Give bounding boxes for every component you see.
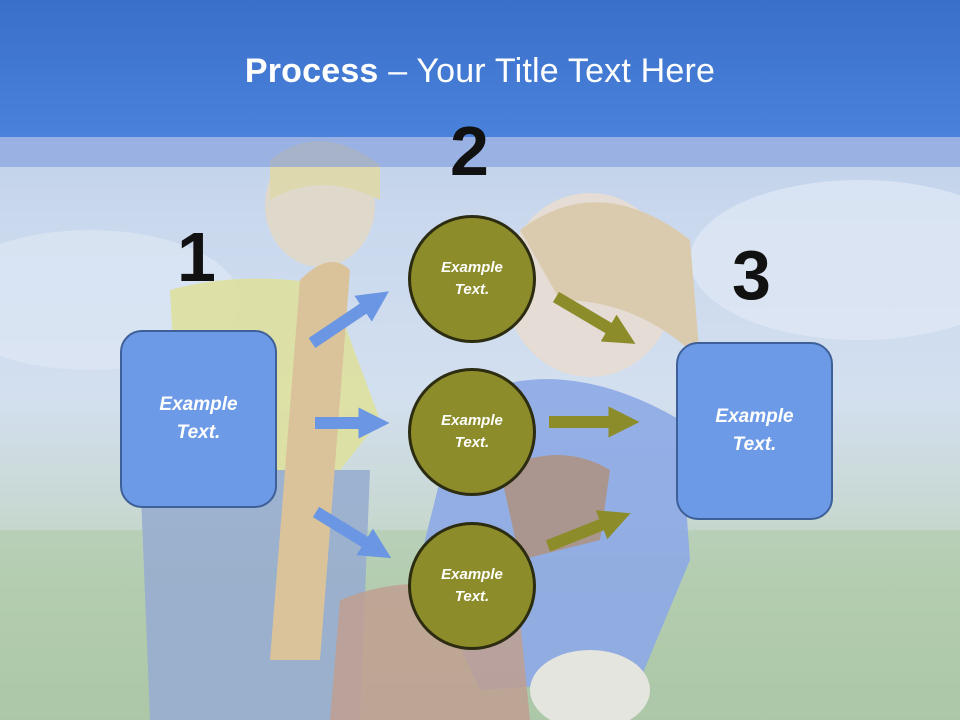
title-rest: – Your Title Text Here <box>378 52 716 90</box>
step-number-1: 1 <box>177 218 216 296</box>
arrow-from-circle-1 <box>552 291 636 344</box>
end-box-line1: Example <box>715 405 794 427</box>
arrow-from-circle-3 <box>545 510 631 552</box>
start-box-line1: Example <box>159 393 238 415</box>
circle-1-line2: Text. <box>454 281 490 298</box>
circle-2-line2: Text. <box>454 434 490 451</box>
end-box: Example Text. <box>676 342 833 520</box>
arrow-to-circle-3 <box>312 506 392 559</box>
title-banner-strip <box>0 137 960 167</box>
end-box-line2: Text. <box>732 434 777 455</box>
circle-3-line1: Example <box>441 565 503 583</box>
step-number-3: 3 <box>732 236 771 314</box>
end-box-text: Example Text. <box>715 403 793 460</box>
circle-1-line1: Example <box>441 258 503 276</box>
start-box-line2: Text. <box>176 422 221 443</box>
start-box-text: Example Text. <box>159 391 237 448</box>
start-box: Example Text. <box>120 330 277 508</box>
circle-2-line1: Example <box>441 411 503 429</box>
step-number-2: 2 <box>450 112 489 190</box>
arrow-to-circle-1 <box>308 291 389 348</box>
title-banner <box>0 0 960 137</box>
title-bold: Process <box>244 52 379 90</box>
circle-3-line2: Text. <box>454 588 490 605</box>
slide-title: Process – Your Title Text Here <box>0 52 960 91</box>
